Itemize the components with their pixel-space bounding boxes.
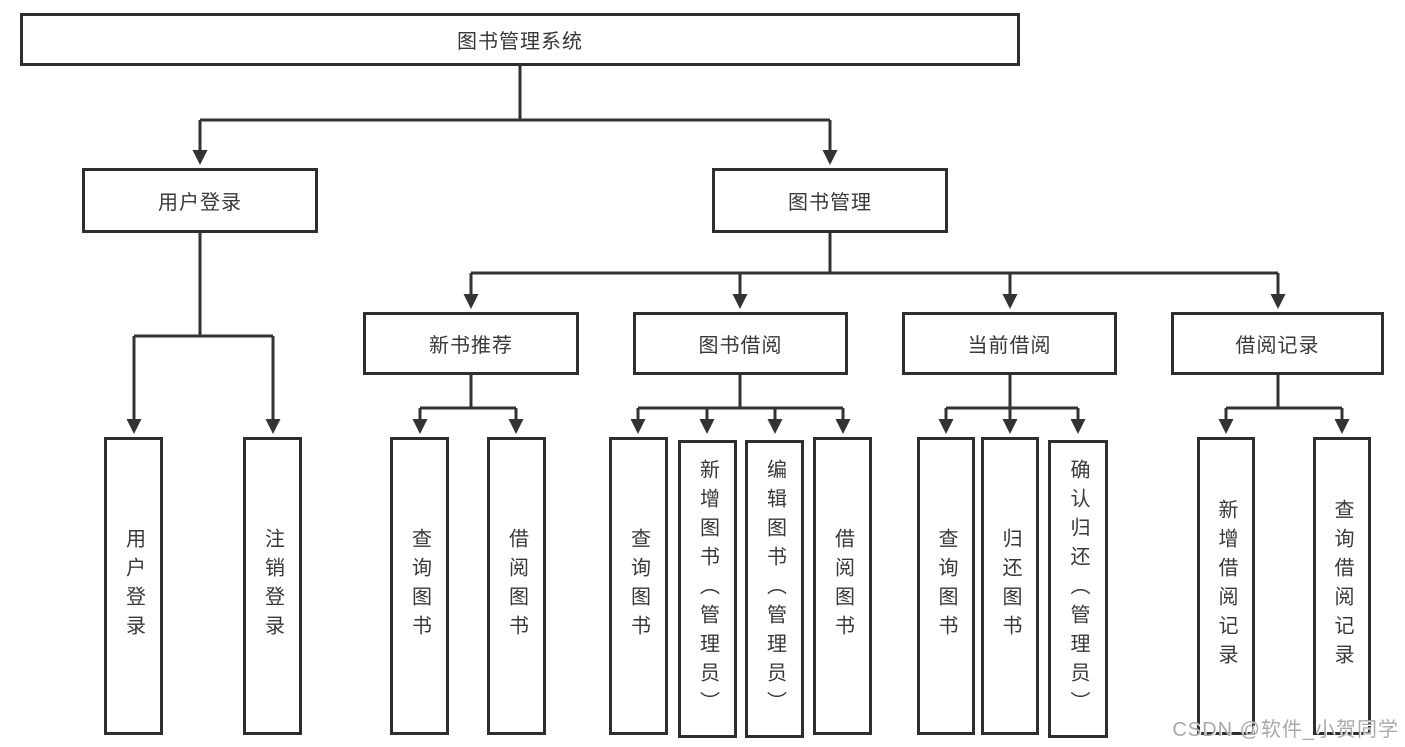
node-leaf-query-borrow-record: 查询借阅记录 [1313, 437, 1371, 735]
node-leaf-borrow-query-books: 查询图书 [609, 437, 668, 735]
node-borrow-records: 借阅记录 [1171, 312, 1384, 375]
node-user-login: 用户登录 [82, 168, 318, 233]
node-new-book-recommend: 新书推荐 [363, 312, 579, 375]
node-leaf-user-login: 用户登录 [104, 437, 163, 735]
node-leaf-current-query-books: 查询图书 [917, 437, 975, 735]
node-current-borrow: 当前借阅 [902, 312, 1117, 375]
node-leaf-logout: 注销登录 [243, 437, 302, 735]
node-leaf-borrow-books: 借阅图书 [813, 437, 872, 735]
node-book-borrow: 图书借阅 [633, 312, 848, 375]
node-leaf-recommend-query-books: 查询图书 [390, 437, 449, 735]
node-leaf-edit-books-admin: 编辑图书（管理员） [745, 440, 804, 738]
csdn-watermark: CSDN @软件_小贺同学 [1172, 719, 1399, 741]
node-book-management: 图书管理 [712, 168, 948, 233]
node-leaf-return-books: 归还图书 [981, 437, 1039, 735]
node-leaf-confirm-return-admin: 确认归还（管理员） [1048, 440, 1108, 738]
node-library-management-system: 图书管理系统 [20, 13, 1020, 66]
node-leaf-add-books-admin: 新增图书（管理员） [678, 440, 737, 738]
node-leaf-recommend-borrow-books: 借阅图书 [487, 437, 546, 735]
node-leaf-add-borrow-record: 新增借阅记录 [1197, 437, 1255, 735]
